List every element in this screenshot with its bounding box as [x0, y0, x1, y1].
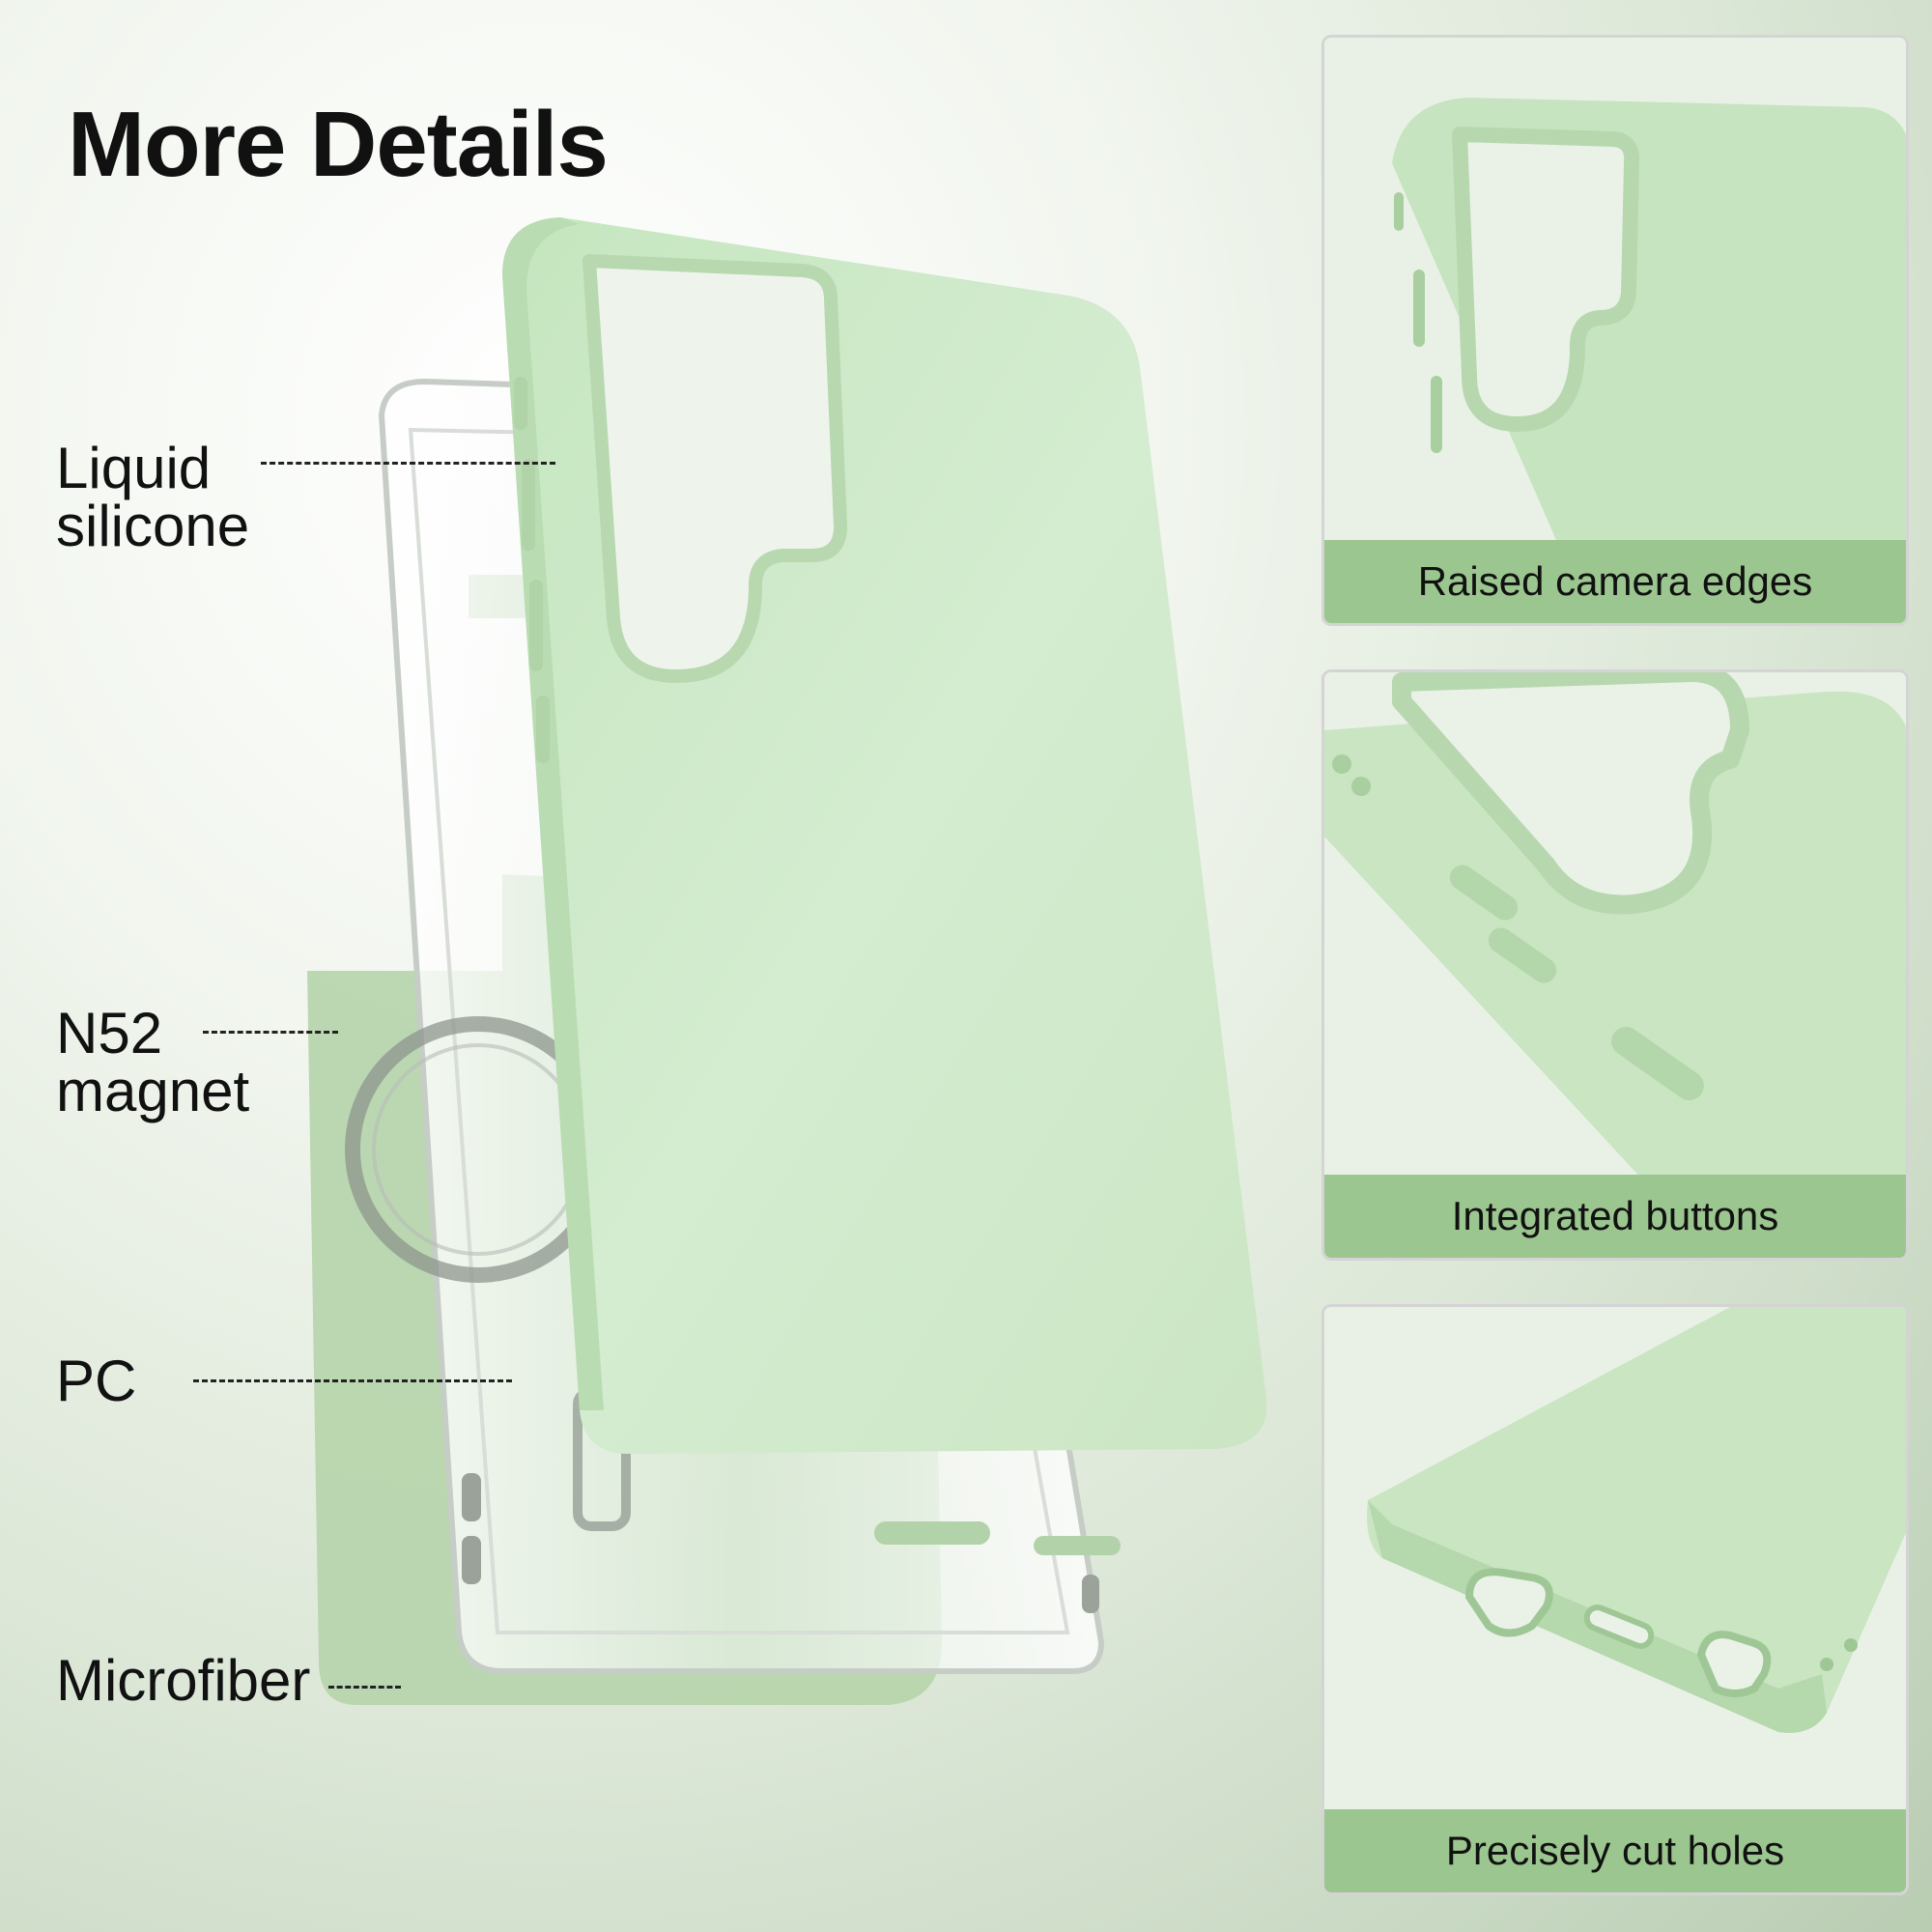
camera-edges-closeup [1324, 38, 1906, 623]
camera-cutout [582, 254, 847, 683]
label-n52-magnet: N52 magnet [56, 1001, 250, 1123]
caption-raised-camera-edges: Raised camera edges [1324, 540, 1906, 623]
label-microfiber: Microfiber [56, 1648, 311, 1713]
label-pc: PC [56, 1349, 137, 1413]
caption-integrated-buttons: Integrated buttons [1324, 1175, 1906, 1258]
leader-pc [193, 1379, 512, 1382]
leader-liquid-silicone [261, 462, 555, 465]
feature-panel-cut-holes: Precisely cut holes [1321, 1304, 1909, 1895]
cut-holes-closeup [1324, 1307, 1906, 1892]
feature-panel-buttons: Integrated buttons [1321, 669, 1909, 1261]
buttons-closeup [1324, 672, 1906, 1258]
leader-microfiber [328, 1686, 401, 1689]
label-liquid-silicone: Liquid silicone [56, 436, 250, 558]
caption-precisely-cut-holes: Precisely cut holes [1324, 1809, 1906, 1892]
feature-panel-camera-edges: Raised camera edges [1321, 35, 1909, 626]
leader-n52-magnet [203, 1031, 338, 1034]
page-title: More Details [68, 93, 609, 196]
